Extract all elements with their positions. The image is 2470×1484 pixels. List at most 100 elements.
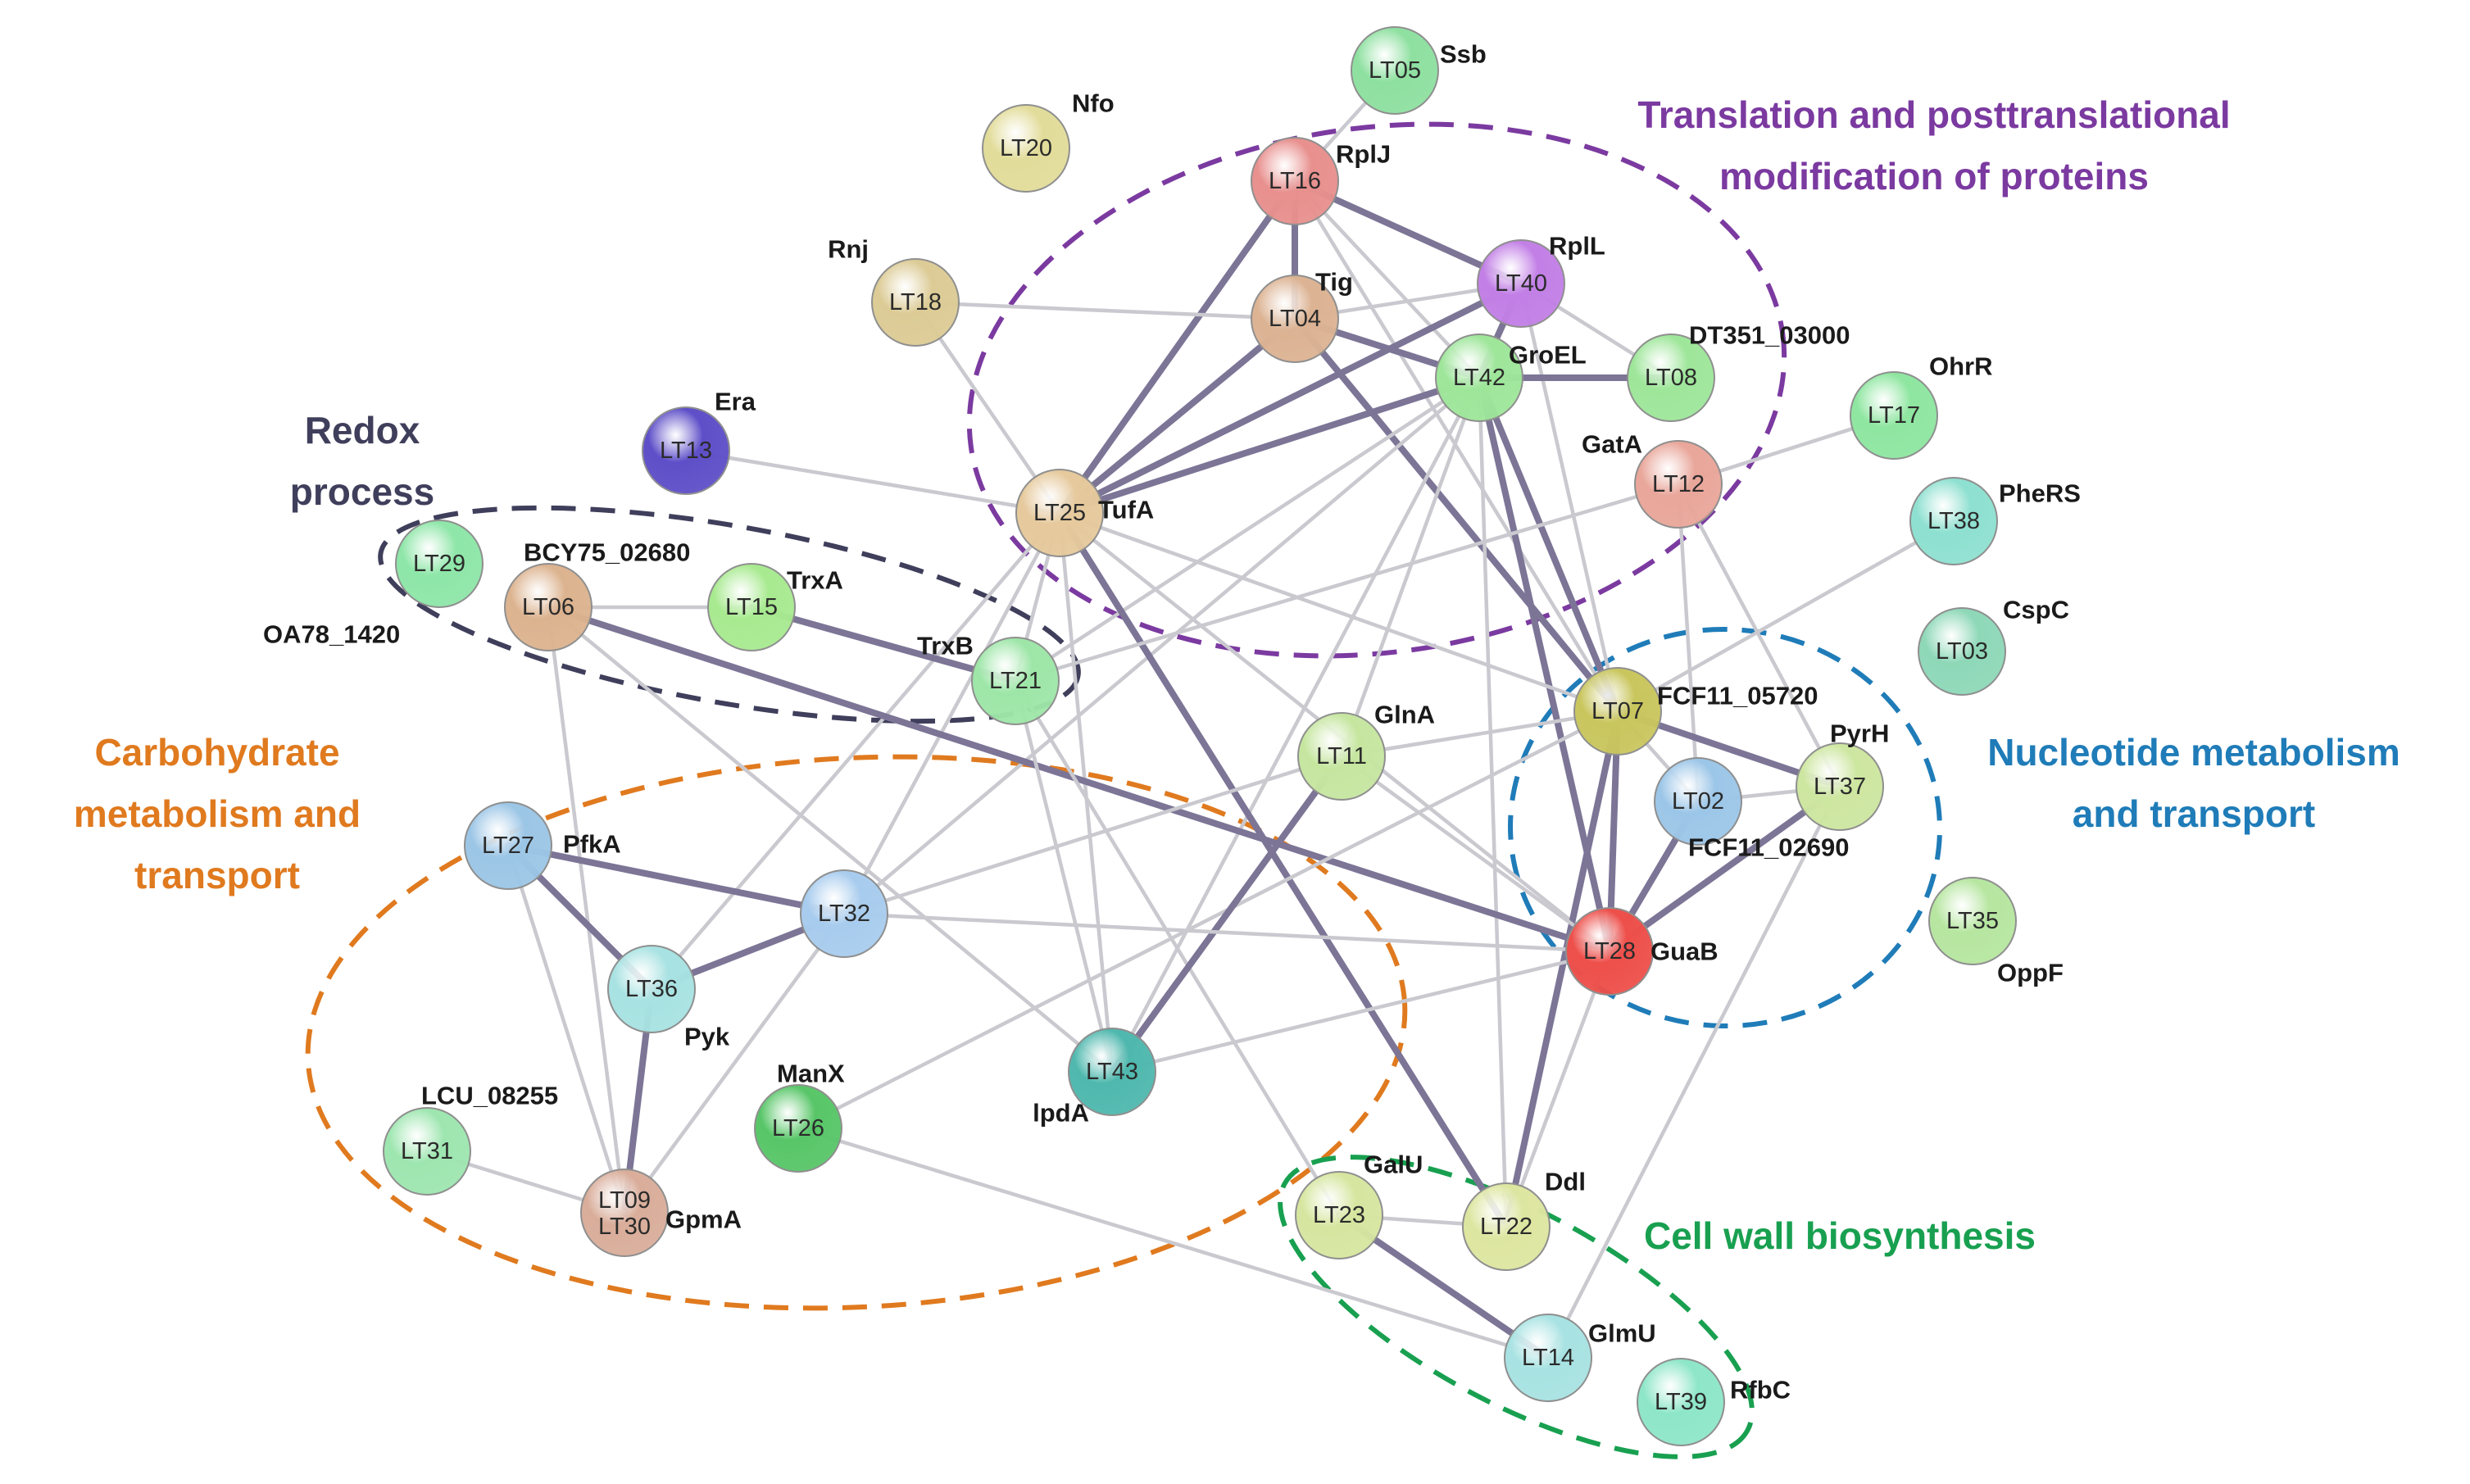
node-circle[interactable] xyxy=(982,104,1070,193)
node-circle[interactable] xyxy=(800,869,888,958)
node-circle[interactable] xyxy=(1796,742,1884,831)
gene-label: GlmU xyxy=(1588,1319,1656,1348)
node-circle[interactable] xyxy=(1068,1028,1156,1116)
node-circle[interactable] xyxy=(1850,371,1938,460)
edge-LT16-LT42 xyxy=(1292,179,1482,380)
node-circle[interactable] xyxy=(1297,712,1386,801)
node-id-label: LT02 xyxy=(1672,788,1724,815)
node-id-label: LT07 xyxy=(1591,698,1644,724)
node-circle[interactable] xyxy=(383,1107,471,1196)
node-circle[interactable] xyxy=(1351,26,1439,115)
edge-LT40-LT07 xyxy=(1519,281,1620,714)
node-circle[interactable] xyxy=(1634,440,1723,529)
group-label-line: transport xyxy=(134,854,300,896)
node-circle[interactable] xyxy=(1565,907,1654,996)
node-circle[interactable] xyxy=(580,1169,669,1257)
node-circle[interactable] xyxy=(971,637,1060,725)
node-circle[interactable] xyxy=(1295,1171,1383,1259)
node-circle[interactable] xyxy=(395,520,484,608)
node-id-label: LT26 xyxy=(772,1115,824,1141)
edge-LT11-LT32 xyxy=(842,754,1344,916)
node-circle[interactable] xyxy=(707,563,796,651)
node-id-label: LT14 xyxy=(1522,1345,1574,1371)
node-circle[interactable] xyxy=(1015,469,1104,557)
gene-label: TufA xyxy=(1098,496,1154,524)
node-circle[interactable] xyxy=(1928,877,2017,965)
node-id-label: LT37 xyxy=(1814,774,1866,800)
node-circle[interactable] xyxy=(1909,477,1998,565)
edge-LT27-LT09 xyxy=(506,843,627,1215)
node-circle[interactable] xyxy=(607,945,696,1033)
node-circle[interactable] xyxy=(1462,1182,1551,1271)
gene-label: BCY75_02680 xyxy=(524,538,690,567)
gene-label: Ssb xyxy=(1440,40,1487,69)
edge-LT32-LT09 xyxy=(622,911,847,1215)
node-lt12[interactable]: LT12 GatA xyxy=(1582,430,1723,529)
node-circle[interactable] xyxy=(754,1084,842,1173)
node-circle[interactable] xyxy=(1251,275,1339,363)
node-lt32[interactable]: LT32 xyxy=(800,869,888,958)
node-circle[interactable] xyxy=(1627,334,1715,422)
node-circle[interactable] xyxy=(1654,757,1742,846)
node-id-label: LT13 xyxy=(660,438,712,464)
node-id-label: LT12 xyxy=(1652,471,1705,497)
node-lt14[interactable]: LT14 GlmU xyxy=(1504,1314,1656,1402)
edge-LT43-LT28 xyxy=(1110,949,1612,1074)
node-circle[interactable] xyxy=(642,406,730,495)
node-circle[interactable] xyxy=(1504,1314,1592,1402)
gene-label: RplJ xyxy=(1336,140,1391,169)
node-id-label: LT38 xyxy=(1927,508,1980,534)
node-circle[interactable] xyxy=(1918,607,2006,696)
node-circle[interactable] xyxy=(1435,334,1523,422)
node-circle[interactable] xyxy=(1637,1358,1725,1446)
edge-LT26-LT14 xyxy=(796,1126,1551,1360)
edge-LT11-LT43 xyxy=(1109,753,1345,1075)
edge-LT42-LT22 xyxy=(1477,375,1509,1229)
gene-label: CspC xyxy=(2003,596,2069,624)
gene-label: Nfo xyxy=(1072,89,1115,118)
edge-LT37-LT14 xyxy=(1546,784,1842,1360)
gene-label: GatA xyxy=(1582,430,1642,459)
node-circle[interactable] xyxy=(1251,137,1339,225)
node-circle[interactable] xyxy=(464,801,552,890)
node-circle[interactable] xyxy=(504,563,593,651)
edge-LT37-LT28 xyxy=(1606,783,1843,955)
edge-LT25-LT07 xyxy=(1057,511,1620,714)
node-circle[interactable] xyxy=(1477,239,1565,328)
node-circle[interactable] xyxy=(1573,667,1662,756)
node-circle[interactable] xyxy=(871,258,960,347)
